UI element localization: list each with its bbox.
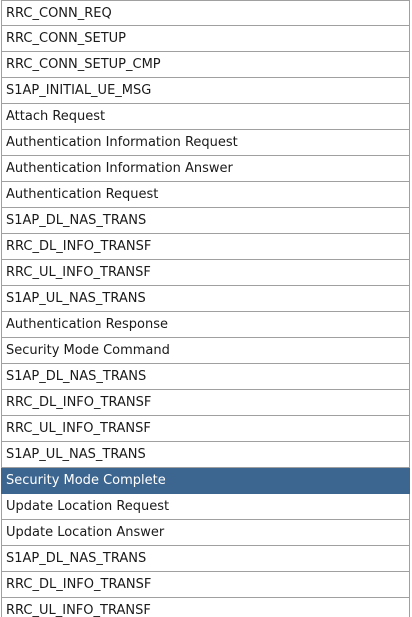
list-item-label: RRC_CONN_SETUP [6,31,127,46]
list-item-label: Authentication Response [6,317,168,332]
list-item-label: RRC_UL_INFO_TRANSF [6,603,151,617]
list-item-label: RRC_CONN_REQ [6,6,112,21]
list-item[interactable]: S1AP_DL_NAS_TRANS [1,546,410,572]
list-item[interactable]: S1AP_UL_NAS_TRANS [1,286,410,312]
list-item-label: S1AP_DL_NAS_TRANS [6,551,147,566]
list-item-label: Update Location Request [6,499,170,514]
list-item-label: RRC_UL_INFO_TRANSF [6,421,151,436]
list-item[interactable]: Authentication Information Request [1,130,410,156]
list-item-label: Authentication Request [6,187,159,202]
list-item-label: RRC_DL_INFO_TRANSF [6,239,152,254]
list-item[interactable]: RRC_CONN_SETUP [1,26,410,52]
list-item-label: RRC_DL_INFO_TRANSF [6,395,152,410]
list-item[interactable]: RRC_CONN_REQ [1,0,410,26]
list-item-label: Authentication Information Request [6,135,238,150]
list-item[interactable]: Update Location Request [1,494,410,520]
list-item[interactable]: S1AP_UL_NAS_TRANS [1,442,410,468]
list-item[interactable]: S1AP_DL_NAS_TRANS [1,208,410,234]
list-item-label: Authentication Information Answer [6,161,233,176]
list-item-label: RRC_CONN_SETUP_CMP [6,57,161,72]
list-item-label: S1AP_UL_NAS_TRANS [6,447,146,462]
list-item[interactable]: Attach Request [1,104,410,130]
list-item[interactable]: Security Mode Command [1,338,410,364]
list-item[interactable]: S1AP_DL_NAS_TRANS [1,364,410,390]
list-item-label: S1AP_INITIAL_UE_MSG [6,83,152,98]
list-item[interactable]: Authentication Response [1,312,410,338]
list-item[interactable]: Authentication Request [1,182,410,208]
list-item[interactable]: RRC_CONN_SETUP_CMP [1,52,410,78]
list-item[interactable]: RRC_UL_INFO_TRANSF [1,416,410,442]
list-item-label: Update Location Answer [6,525,165,540]
list-item-label: Attach Request [6,109,106,124]
list-item[interactable]: RRC_DL_INFO_TRANSF [1,234,410,260]
list-item-label: RRC_UL_INFO_TRANSF [6,265,151,280]
list-item-label: Security Mode Command [6,343,170,358]
list-item[interactable]: RRC_UL_INFO_TRANSF [1,260,410,286]
list-item-label: RRC_DL_INFO_TRANSF [6,577,152,592]
list-item[interactable]: S1AP_INITIAL_UE_MSG [1,78,410,104]
list-item[interactable]: Update Location Answer [1,520,410,546]
list-item-label: S1AP_DL_NAS_TRANS [6,213,147,228]
list-item[interactable]: RRC_DL_INFO_TRANSF [1,390,410,416]
list-item-label: Security Mode Complete [6,473,166,488]
list-item[interactable]: Authentication Information Answer [1,156,410,182]
list-item[interactable]: RRC_DL_INFO_TRANSF [1,572,410,598]
list-item[interactable]: RRC_UL_INFO_TRANSF [1,598,410,617]
list-item-label: S1AP_UL_NAS_TRANS [6,291,146,306]
list-item-label: S1AP_DL_NAS_TRANS [6,369,147,384]
list-item[interactable]: Security Mode Complete [1,468,410,494]
